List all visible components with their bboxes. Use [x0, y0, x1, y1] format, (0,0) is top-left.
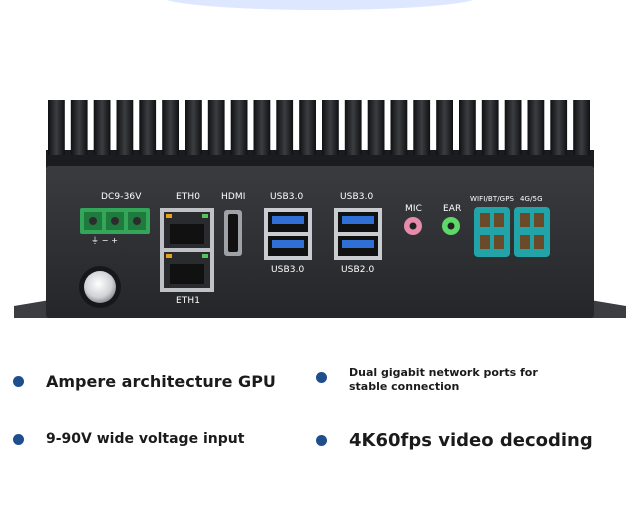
usb-bottom-left-label: USB3.0: [271, 265, 305, 275]
mic-label: MIC: [405, 204, 423, 214]
eth0-label: ETH0: [176, 192, 201, 202]
usb-bottom-right-label: USB2.0: [341, 265, 375, 275]
usb-top-right-label: USB3.0: [340, 192, 374, 202]
bullet-icon: [13, 433, 24, 445]
feature-network: Dual gigabit network ports for stable co…: [316, 366, 538, 394]
feature-voltage: 9-90V wide voltage input: [13, 431, 244, 447]
usb-ports-right: [334, 208, 382, 260]
bullet-icon: [316, 372, 327, 383]
heatsink-fin: [93, 100, 111, 155]
heatsink: [46, 100, 594, 168]
feature-text: Ampere architecture GPU: [46, 372, 276, 391]
polarity-label: ⏚ − +: [91, 236, 118, 245]
heatsink-fin: [253, 100, 271, 155]
ear-jack: [442, 217, 460, 235]
mini-pc-image: [14, 0, 626, 318]
power-button-icon: [79, 266, 121, 308]
heatsink-fin: [322, 100, 339, 155]
heatsink-fin: [367, 100, 385, 155]
heatsink-fin: [481, 100, 499, 155]
heatsink-fin: [344, 100, 362, 155]
mic-jack: [404, 217, 422, 235]
usb-ports-left: [264, 208, 312, 260]
heatsink-fin: [230, 100, 248, 155]
heatsink-fin: [276, 100, 294, 155]
feature-gpu: Ampere architecture GPU: [13, 372, 276, 391]
feature-text: 9-90V wide voltage input: [46, 431, 245, 447]
feature-text: 4K60fps video decoding: [349, 430, 593, 451]
bullet-icon: [13, 376, 24, 387]
hdmi-label: HDMI: [221, 192, 246, 202]
heatsink-fin: [116, 100, 134, 155]
heatsink-fin: [299, 100, 316, 155]
wifi-label: WIFI/BT/GPS: [470, 195, 515, 203]
left-bracket: [14, 300, 50, 318]
heatsink-fin: [504, 100, 522, 155]
heatsink-fin: [573, 100, 590, 155]
antenna-connectors: [474, 207, 550, 257]
hdmi-port: [224, 210, 242, 256]
right-bracket: [590, 300, 626, 318]
feature-video: 4K60fps video decoding: [316, 430, 593, 451]
cellular-label: 4G/5G: [520, 195, 543, 203]
heatsink-fin: [527, 100, 545, 155]
heatsink-fin: [70, 100, 88, 155]
heatsink-fin: [207, 100, 225, 155]
heatsink-fin: [139, 100, 157, 155]
feature-text: stable connection: [349, 380, 460, 393]
heatsink-fin: [459, 100, 476, 155]
ethernet-ports: [160, 208, 214, 292]
heatsink-fin: [162, 100, 179, 155]
front-panel: [46, 166, 594, 318]
heatsink-fin: [413, 100, 431, 155]
dc-input-label: DC9-36V: [101, 192, 142, 202]
ear-label: EAR: [443, 204, 462, 214]
bullet-icon: [316, 435, 327, 446]
feature-text: Dual gigabit network ports for: [349, 366, 538, 379]
heatsink-fin: [185, 100, 202, 155]
heatsink-fin: [390, 100, 408, 155]
heatsink-fin: [550, 100, 568, 155]
heatsink-fin: [436, 100, 453, 155]
heatsink-fin: [48, 100, 65, 155]
power-terminal: [80, 208, 150, 234]
usb-top-left-label: USB3.0: [270, 192, 304, 202]
eth1-label: ETH1: [176, 296, 201, 306]
